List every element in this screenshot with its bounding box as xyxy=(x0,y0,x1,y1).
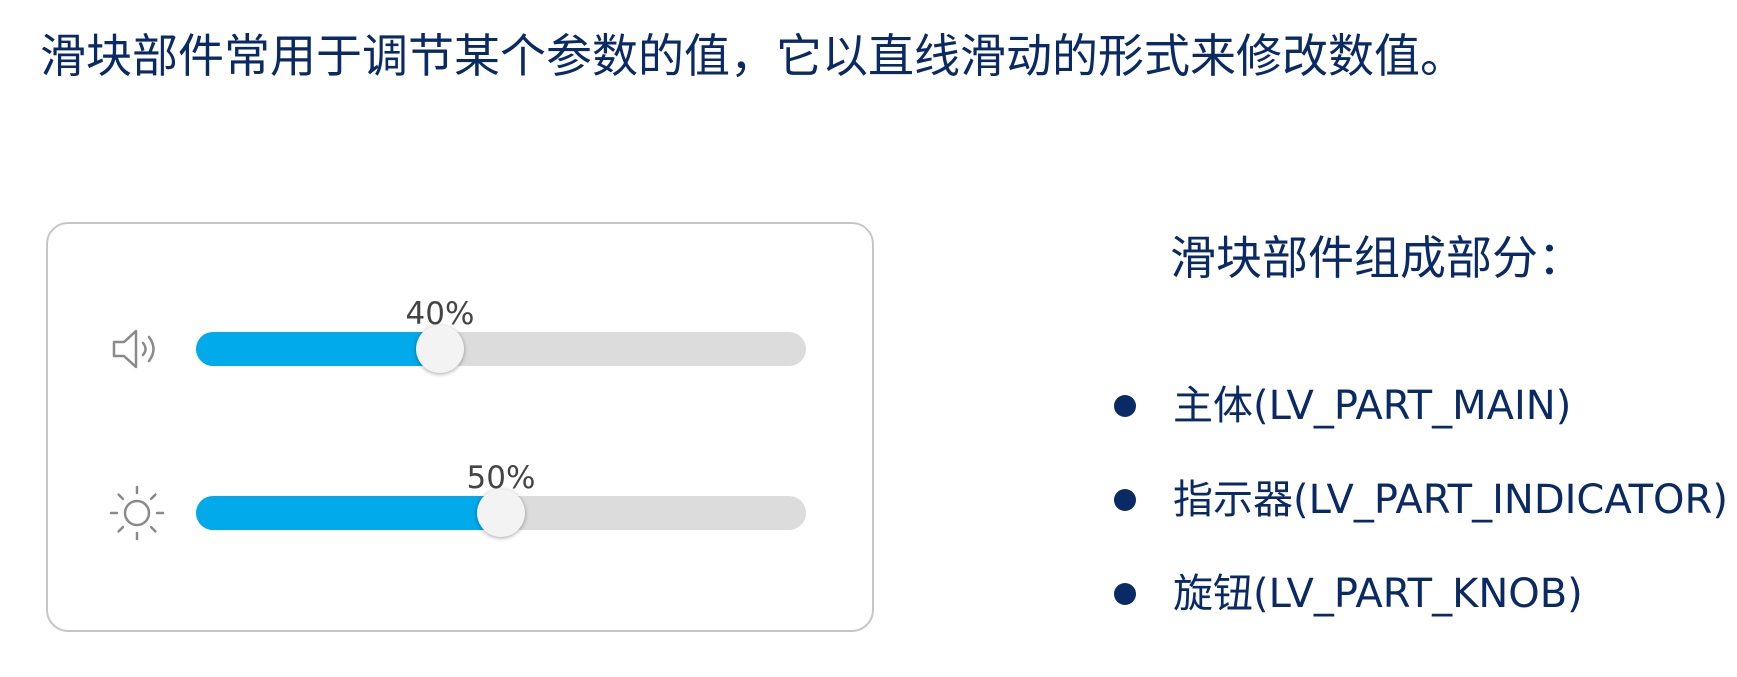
part-label: 旋钮(LV_PART_KNOB) xyxy=(1173,571,1583,617)
headline: 滑块部件常用于调节某个参数的值，它以直线滑动的形式来修改数值。 xyxy=(40,29,1466,83)
volume-slider-row: 40% xyxy=(48,290,872,373)
slider-demo-panel: 40% 50% xyxy=(46,222,874,632)
parts-title: 滑块部件组成部分： xyxy=(1170,231,1584,285)
part-label: 指示器(LV_PART_INDICATOR) xyxy=(1173,477,1728,523)
brightness-slider-row: 50% xyxy=(48,454,872,541)
brightness-slider-indicator xyxy=(196,496,501,530)
brightness-slider-track[interactable]: 50% xyxy=(196,460,806,537)
volume-slider-indicator xyxy=(196,332,440,366)
bullet-icon xyxy=(1114,395,1136,417)
speaker-icon xyxy=(106,318,168,380)
brightness-slider-knob[interactable] xyxy=(477,489,525,537)
part-label: 主体(LV_PART_MAIN) xyxy=(1173,383,1572,429)
sun-icon xyxy=(106,482,168,544)
bullet-icon xyxy=(1114,489,1136,511)
volume-slider-knob[interactable] xyxy=(416,325,464,373)
volume-slider-track[interactable]: 40% xyxy=(196,296,806,373)
bullet-icon xyxy=(1114,583,1136,605)
